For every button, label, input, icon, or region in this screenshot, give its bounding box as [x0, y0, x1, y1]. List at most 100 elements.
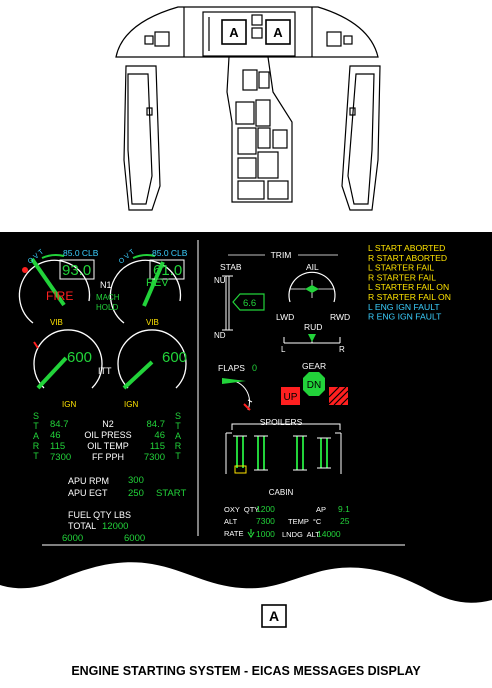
eicas-message: R ENG IGN FAULT — [368, 312, 442, 322]
rate-down-arrow — [247, 529, 255, 539]
center-pedestal — [226, 56, 293, 203]
cockpit-outline-drawing — [115, 6, 381, 211]
glareshield — [115, 6, 379, 58]
flaps-label: FLAPS — [218, 363, 245, 373]
fuel-left-value: 6000 — [62, 533, 83, 544]
flaps-value: 0 — [252, 363, 257, 373]
cabin-alt-label: ALT — [224, 517, 238, 526]
cabin-oxy-value: 1200 — [256, 504, 275, 514]
stab-nu-label: NU — [214, 276, 226, 285]
eicas-message: L ENG IGN FAULT — [368, 302, 440, 312]
cabin-lndg-label: LNDG ALT — [282, 530, 320, 539]
cockpit-panel-label-left: A — [229, 25, 239, 40]
oil-press-label: OIL PRESS — [84, 430, 131, 440]
rwd-label: RWD — [330, 312, 350, 322]
stab-label: STAB — [220, 262, 242, 272]
ign-label-left: IGN — [62, 400, 76, 409]
apu-rpm-value: 300 — [128, 475, 144, 486]
right-side-console — [341, 65, 381, 211]
cabin-temp-label: TEMP °C — [288, 517, 322, 526]
rev-status: REV — [146, 277, 169, 289]
fire-status: FIRE — [46, 289, 73, 303]
gear-up-text: UP — [284, 392, 298, 403]
gear-dn-indicator — [303, 372, 325, 396]
mach-hold-line1: MACH — [96, 293, 120, 302]
eicas-message: L STARTER FAIL — [368, 263, 434, 273]
mach-hold-line2: HOLD — [96, 303, 118, 312]
cockpit-panel-label-right: A — [273, 25, 283, 40]
aileron-trim-dial — [288, 271, 336, 303]
eicas-display-background — [0, 232, 492, 603]
oil-press-right: 46 — [154, 430, 165, 441]
n1-value-left: 93.0 — [62, 262, 91, 279]
fuel-qty-title: FUEL QTY LBS — [68, 510, 131, 520]
vib-label-right: VIB — [146, 318, 159, 327]
lwd-label: LWD — [276, 312, 294, 322]
oil-temp-left: 115 — [50, 441, 65, 452]
ff-pph-label: FF PPH — [92, 452, 124, 462]
n2-row-left: 84.7 — [50, 419, 69, 430]
gear-up-indicator — [281, 387, 300, 405]
flaps-indicator — [222, 378, 253, 411]
cabin-oxy-label: OXY QTY — [224, 505, 259, 514]
fuel-total-value: 12000 — [102, 521, 128, 532]
rud-l-label: L — [281, 345, 286, 354]
rudder-pointer — [308, 334, 316, 342]
n2-table: 84.7 N2 84.7 46 OIL PRESS 46 115 OIL TEM… — [50, 419, 165, 463]
rud-label: RUD — [304, 322, 322, 332]
eicas-message: L START ABORTED — [368, 243, 445, 253]
oil-temp-label: OIL TEMP — [87, 441, 129, 451]
figure-caption: ENGINE STARTING SYSTEM - EICAS MESSAGES … — [71, 664, 421, 678]
itt-gauge-right — [117, 329, 187, 390]
n2-row-right: 84.7 — [147, 419, 166, 430]
cabin-ap-value: 9.1 — [338, 504, 350, 514]
itt-value-left: 600 — [67, 349, 92, 366]
ff-pph-right: 7300 — [144, 452, 165, 463]
n2-row-label: N2 — [102, 419, 114, 429]
n1-value-right: 61.0 — [153, 262, 182, 279]
apu-egt-value: 250 — [128, 488, 144, 499]
gear-dn-text: DN — [307, 380, 321, 391]
center-panel — [202, 11, 296, 57]
eicas-message: L STARTER FAIL ON — [368, 282, 449, 292]
cabin-lndg-value: 14000 — [317, 529, 341, 539]
ign-label-right: IGN — [124, 400, 138, 409]
apu-egt-label: APU EGT — [68, 488, 108, 498]
eicas-message: R START ABORTED — [368, 253, 447, 263]
spoilers-indicator — [225, 423, 342, 474]
detail-label-box — [261, 604, 287, 628]
gear-transit-indicator — [328, 386, 349, 406]
apu-start-status: START — [156, 488, 186, 499]
stab-pointer — [232, 293, 265, 311]
itt-label: ITT — [98, 366, 112, 376]
cabin-alt-value: 7300 — [256, 516, 275, 526]
trim-title: TRIM — [271, 250, 292, 260]
oil-press-left: 46 — [50, 430, 61, 441]
stab-nd-label: ND — [214, 331, 226, 340]
stab-trim-scale — [222, 275, 233, 331]
fuel-total-label: TOTAL — [68, 521, 96, 531]
ail-label: AIL — [306, 262, 319, 272]
detail-label: A — [269, 608, 279, 624]
n1-gauge-left — [18, 254, 95, 324]
cabin-rate-label: RATE — [224, 529, 243, 538]
n1-label: N1 — [100, 280, 112, 290]
n1-gauge-right — [109, 254, 185, 324]
eicas-message: R STARTER FAIL ON — [368, 292, 451, 302]
ff-pph-left: 7300 — [50, 452, 71, 463]
cabin-title: CABIN — [269, 488, 294, 497]
cabin-ap-label: AP — [316, 505, 326, 514]
itt-value-right: 600 — [162, 349, 187, 366]
eicas-message: R STARTER FAIL — [368, 272, 436, 282]
n1-mode-right: 85.0 CLB — [152, 248, 188, 258]
n1-mode-left: 85.0 CLB — [63, 248, 99, 258]
gear-label: GEAR — [302, 361, 326, 371]
vib-label-left: VIB — [50, 318, 63, 327]
fuel-right-value: 6000 — [124, 533, 145, 544]
oil-temp-right: 115 — [150, 441, 165, 452]
rud-r-label: R — [339, 345, 345, 354]
apu-rpm-label: APU RPM — [68, 476, 109, 486]
